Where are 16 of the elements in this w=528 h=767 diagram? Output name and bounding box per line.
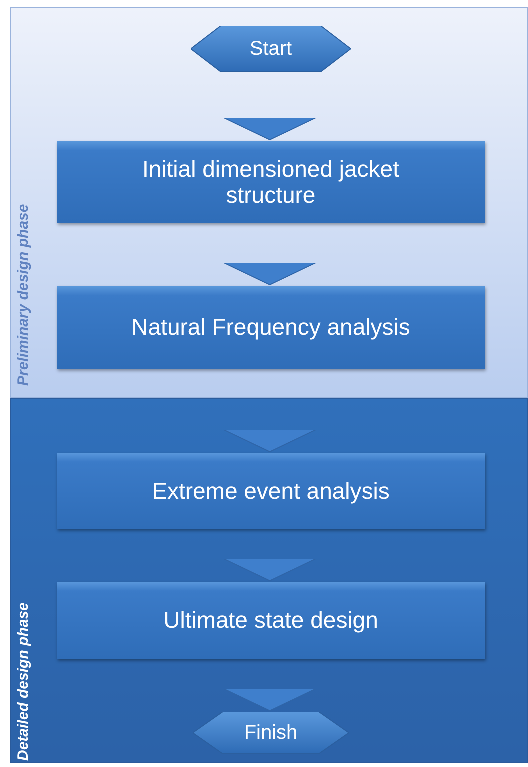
- terminal-hexagon: [191, 26, 351, 72]
- phase-label: Preliminary design phase: [15, 204, 32, 386]
- step-text: Initial dimensioned jacket structure: [142, 156, 400, 208]
- process-box: [57, 141, 485, 223]
- process-box: [57, 582, 485, 659]
- process-box: [57, 453, 485, 529]
- step-text: Ultimate state design: [162, 607, 380, 634]
- step-text: Extreme event analysis: [151, 478, 391, 504]
- terminal-hexagon: [193, 712, 349, 754]
- step-text: Finish: [244, 722, 298, 744]
- phase-panel: [10, 398, 528, 763]
- process-box: [57, 286, 485, 369]
- phase-label: Detailed design phase: [15, 602, 32, 761]
- phase-panel: [10, 7, 528, 398]
- step-text: Natural Frequency analysis: [130, 314, 412, 341]
- step-text: Start: [250, 38, 292, 60]
